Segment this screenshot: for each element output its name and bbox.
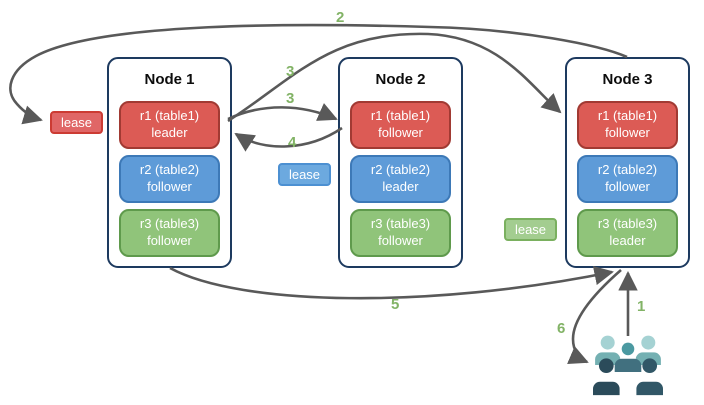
node-2-replica-r1: r1 (table1) follower	[350, 101, 451, 149]
step-label-1: 1	[637, 298, 646, 315]
node-2-replica-r3: r3 (table3) follower	[350, 209, 451, 257]
step-label-4: 4	[288, 134, 297, 151]
person-front-left	[593, 358, 620, 396]
step-label-2: 2	[336, 9, 345, 26]
step-label-5: 5	[391, 296, 400, 313]
replica-name: r3 (table3)	[597, 216, 658, 232]
arrow-step5-node1-to-node3	[169, 265, 614, 300]
person-front-right	[636, 358, 663, 396]
step-label-3b: 3	[286, 90, 295, 107]
replica-role: follower	[147, 179, 192, 194]
replica-name: r1 (table1)	[370, 108, 431, 124]
node-1-replica-r3: r3 (table3) follower	[119, 209, 220, 257]
node-3-replica-r2: r2 (table2) follower	[577, 155, 678, 203]
replica-role: follower	[147, 233, 192, 248]
users-group-icon	[593, 335, 663, 396]
replica-name: r2 (table2)	[370, 162, 431, 178]
node-1-replica-r1: r1 (table1) leader	[119, 101, 220, 149]
node-2-title: Node 2	[375, 71, 426, 88]
step-label-6: 6	[557, 320, 566, 337]
arrow-step3-node1-to-node2	[227, 103, 338, 121]
replica-role: leader	[151, 125, 188, 140]
arrow-step2-node3-to-red-lease	[9, 23, 628, 125]
replica-name: r3 (table3)	[370, 216, 431, 232]
step-label-3a: 3	[286, 63, 295, 80]
lease-tag-red: lease	[50, 111, 103, 134]
node-2-replica-r2: r2 (table2) leader	[350, 155, 451, 203]
node-1-box: Node 1 r1 (table1) leader r2 (table2) fo…	[107, 57, 232, 268]
replica-role: follower	[605, 125, 650, 140]
node-3-title: Node 3	[602, 71, 653, 88]
lease-tag-blue: lease	[278, 163, 331, 186]
replica-name: r3 (table3)	[139, 216, 200, 232]
node-1-replica-r2: r2 (table2) follower	[119, 155, 220, 203]
replica-name: r1 (table1)	[139, 108, 200, 124]
replica-role: leader	[609, 233, 646, 248]
person-middle	[614, 342, 642, 372]
lease-tag-green: lease	[504, 218, 557, 241]
replica-role: follower	[605, 179, 650, 194]
replica-name: r1 (table1)	[597, 108, 658, 124]
node-3-replica-r3: r3 (table3) leader	[577, 209, 678, 257]
replica-role: follower	[378, 233, 423, 248]
node-1-title: Node 1	[144, 71, 195, 88]
replica-role: leader	[382, 179, 419, 194]
replica-role: follower	[378, 125, 423, 140]
replica-name: r2 (table2)	[597, 162, 658, 178]
node-2-box: Node 2 r1 (table1) follower r2 (table2) …	[338, 57, 463, 268]
node-3-replica-r1: r1 (table1) follower	[577, 101, 678, 149]
replica-name: r2 (table2)	[139, 162, 200, 178]
node-3-box: Node 3 r1 (table1) follower r2 (table2) …	[565, 57, 690, 268]
